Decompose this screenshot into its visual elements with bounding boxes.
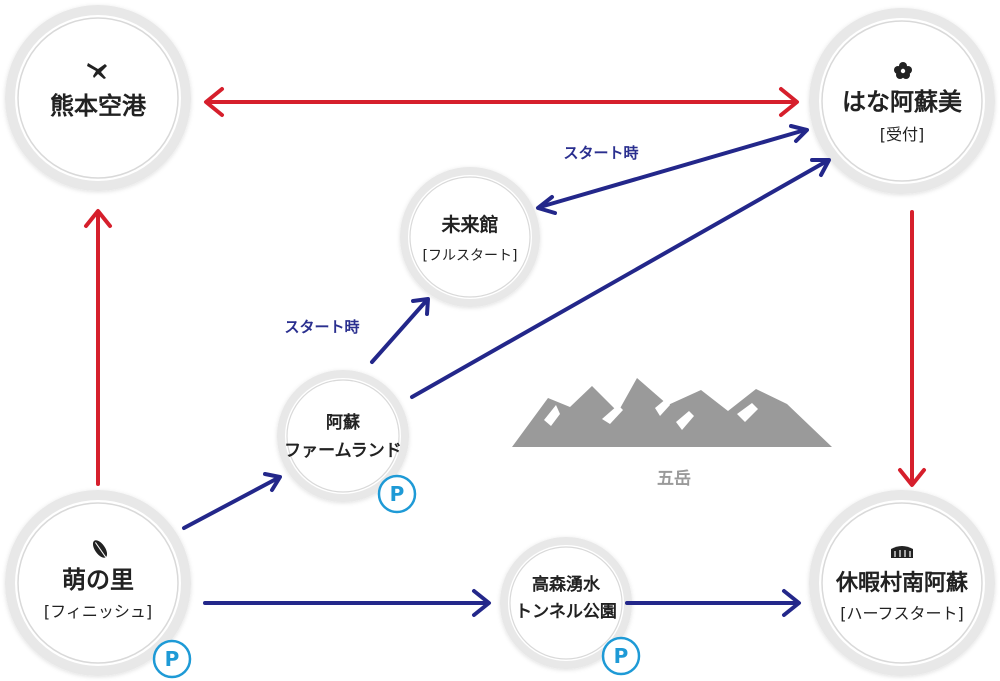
- node-moe-no-sato: 萌の里 [フィニッシュ] P: [5, 490, 192, 679]
- node-kumamoto-airport: 熊本空港: [5, 5, 191, 191]
- node-subtitle: [フィニッシュ]: [44, 602, 152, 621]
- node-subtitle: [ハーフスタート]: [840, 604, 964, 623]
- route-airport-hana: [204, 87, 799, 117]
- gotake-label: 五岳: [657, 469, 691, 489]
- start-time-label-top: スタート時: [563, 144, 638, 162]
- flower-icon: [894, 62, 912, 79]
- node-mirai-kan: 未来館 [フルスタート]: [400, 167, 540, 307]
- node-kyuka-son: 休暇村南阿蘇 [ハーフスタート]: [809, 490, 995, 676]
- parking-icon: P: [601, 636, 641, 676]
- node-title: 阿蘇: [326, 412, 360, 433]
- route-moe-airport: [84, 209, 112, 486]
- node-subtitle: [受付]: [880, 125, 925, 144]
- node-title: トンネル公園: [515, 602, 617, 622]
- start-time-label-left: スタート時: [284, 318, 359, 336]
- svg-text:P: P: [390, 482, 405, 506]
- node-title: 高森湧水: [532, 574, 601, 595]
- node-subtitle: [フルスタート]: [423, 248, 518, 264]
- svg-text:P: P: [614, 644, 629, 668]
- leaf-icon: [92, 540, 108, 558]
- parking-icon: P: [152, 639, 192, 679]
- mountain-icon: [512, 378, 832, 447]
- node-title: 萌の里: [62, 566, 134, 594]
- route-moe-takamori: [203, 589, 491, 617]
- route-farm-mirai: [370, 297, 430, 364]
- route-takamori-kyuka: [625, 589, 801, 617]
- node-takamori-tunnel: 高森湧水 トンネル公園 P: [500, 537, 641, 676]
- airplane-icon: [87, 63, 107, 79]
- route-hana-kyuka: [898, 210, 926, 487]
- route-moe-farm: [182, 472, 282, 530]
- route-mirai-hana: [536, 124, 809, 215]
- node-title: ファームランド: [284, 441, 402, 461]
- node-aso-farm-land: 阿蘇 ファームランド P: [277, 370, 417, 514]
- route-farm-hana: [410, 158, 831, 399]
- node-title: 休暇村南阿蘇: [835, 570, 968, 596]
- svg-text:P: P: [165, 647, 180, 671]
- building-icon: [891, 546, 913, 558]
- node-hana-aso-bi: はな阿蘇美 [受付]: [809, 8, 995, 194]
- parking-icon: P: [377, 474, 417, 514]
- node-title: 熊本空港: [50, 92, 147, 120]
- node-title: はな阿蘇美: [842, 88, 962, 116]
- node-title: 未来館: [440, 213, 498, 236]
